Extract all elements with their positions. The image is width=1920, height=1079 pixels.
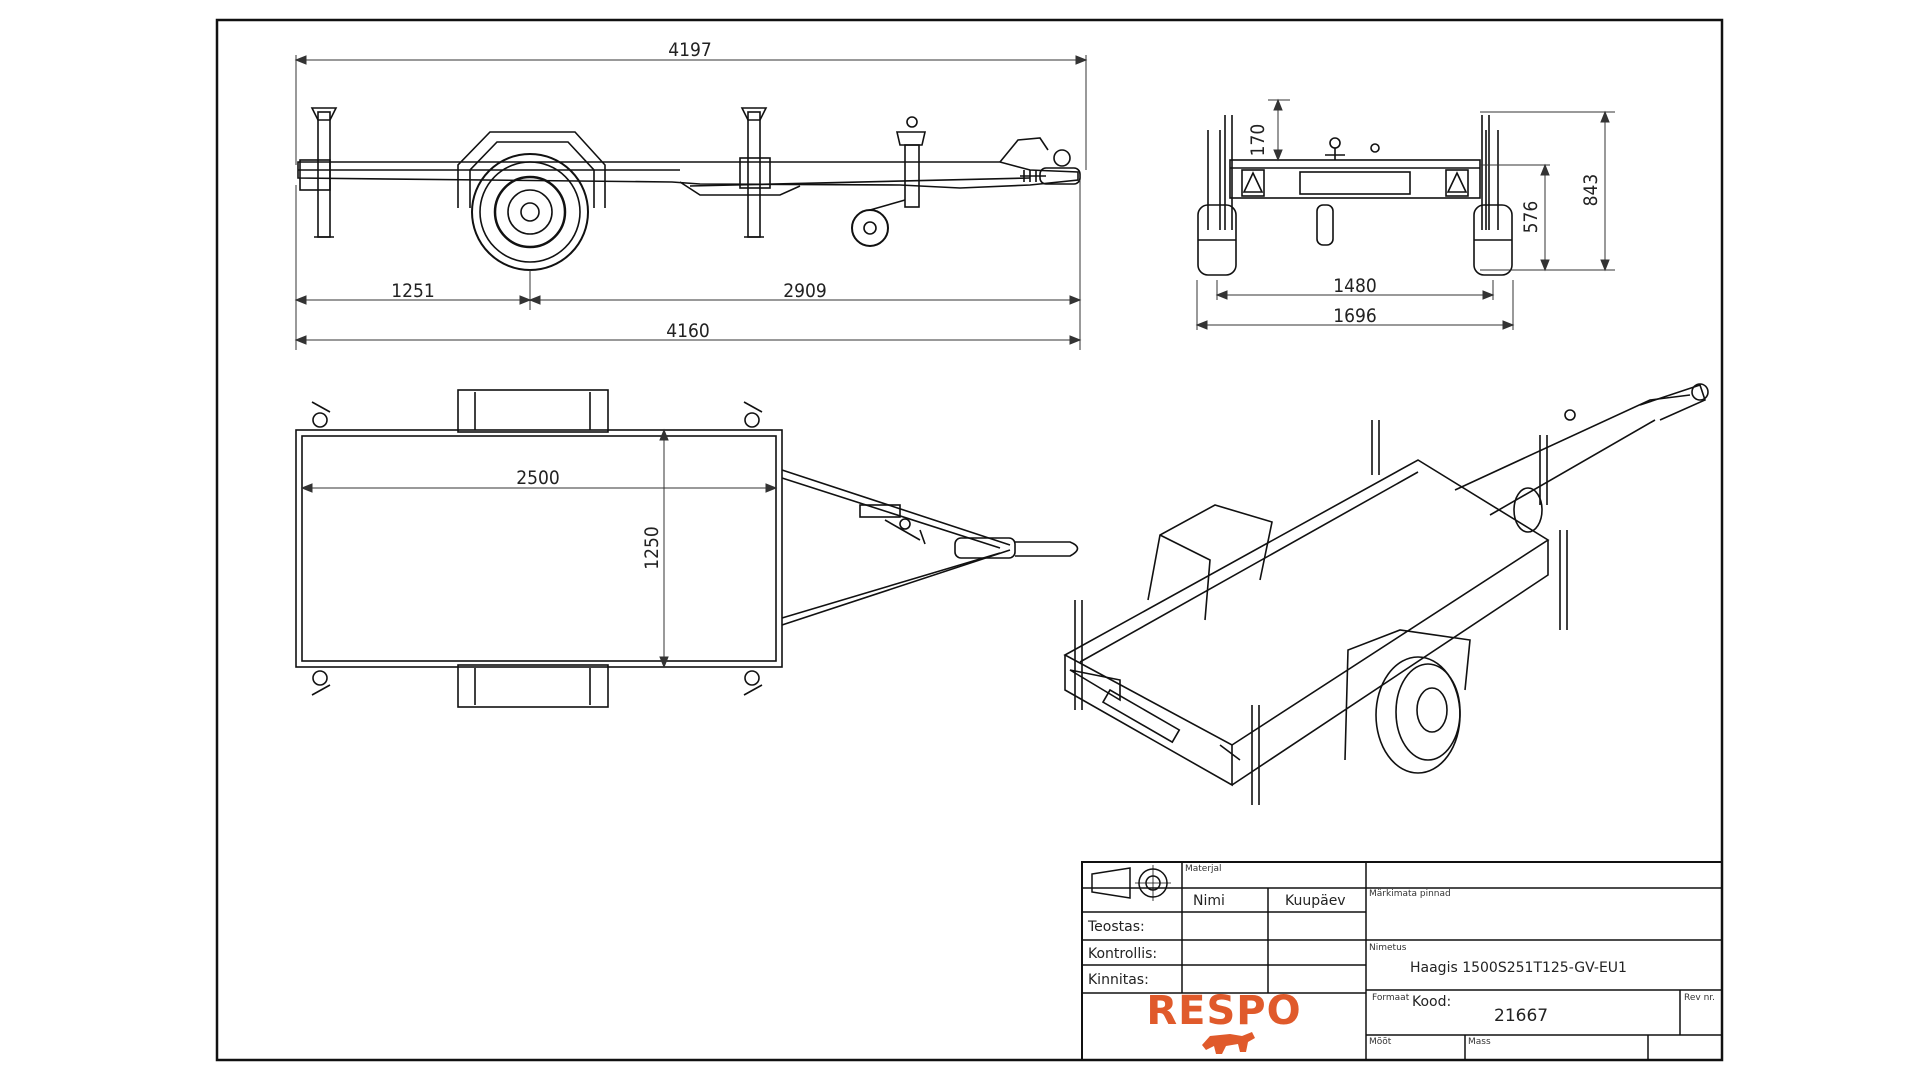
top-view: [295, 389, 1079, 708]
row-made-by: Teostas:: [1087, 919, 1145, 935]
mass-label: Mass: [1468, 1037, 1491, 1047]
dim-axle-to-coupler: 2909: [783, 280, 827, 302]
dim-deck-length: 2500: [516, 467, 560, 489]
date-column-header: Kuupäev: [1285, 893, 1346, 909]
respo-animal-icon: [1202, 1032, 1255, 1054]
dim-frame-height: 170: [1247, 124, 1269, 157]
revision-label: Rev nr.: [1684, 993, 1715, 1003]
rear-dimension-lines: [1195, 98, 1615, 330]
name-column-header: Nimi: [1193, 893, 1225, 909]
dim-total-height: 843: [1580, 174, 1602, 207]
top-dimension-lines: [300, 428, 778, 669]
side-dimension-lines: [294, 55, 1088, 350]
code-value: 21667: [1494, 1006, 1548, 1026]
material-label: Materjal: [1185, 864, 1222, 874]
surface-label: Märkimata pinnad: [1369, 889, 1451, 899]
projection-symbol: [1091, 867, 1131, 899]
row-approved-by: Kinnitas:: [1088, 972, 1149, 988]
isometric-view: [1063, 383, 1709, 805]
row-checked-by: Kontrollis:: [1088, 946, 1157, 962]
name-label: Nimetus: [1369, 943, 1407, 953]
product-name: Haagis 1500S251T125-GV-EU1: [1410, 960, 1627, 976]
rear-view: [1197, 115, 1513, 276]
dim-deck-height: 576: [1520, 201, 1542, 234]
scale-label: Mõõt: [1369, 1037, 1392, 1047]
dim-track-width: 1480: [1333, 275, 1377, 297]
side-view: [297, 107, 1081, 271]
title-block: [1081, 861, 1723, 1061]
dim-overall-width: 1696: [1333, 305, 1377, 327]
dim-overall-length: 4197: [668, 39, 712, 61]
code-label: Kood:: [1412, 994, 1451, 1010]
dim-front-to-axle: 1251: [391, 280, 435, 302]
respo-logo-text: RESPO: [1146, 988, 1301, 1034]
dim-deck-width: 1250: [641, 526, 663, 570]
drawing-frame: [215, 18, 1724, 1062]
format-label: Formaat: [1372, 993, 1410, 1003]
dim-body-length: 4160: [666, 320, 710, 342]
